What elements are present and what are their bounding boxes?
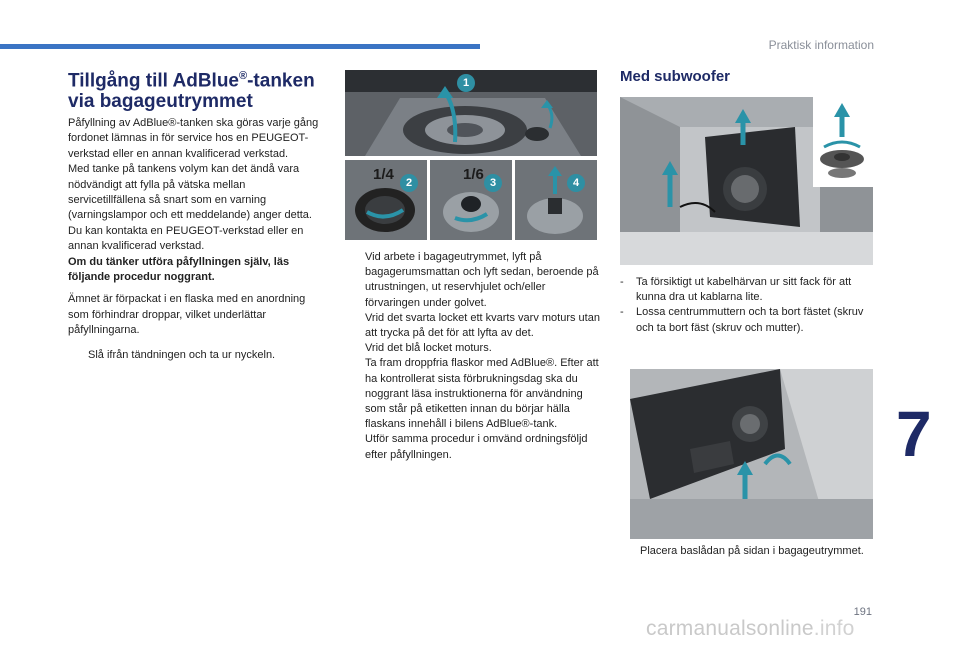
- subwoofer-heading: Med subwoofer: [620, 68, 731, 85]
- title-line1-end: -tanken: [247, 70, 315, 92]
- list-item: Ta fram droppfria flaskor med AdBlue®. E…: [365, 357, 599, 431]
- intro-paragraph: Påfyllning av AdBlue®-tanken ska göras v…: [68, 117, 319, 160]
- sixth-turn-label: 1/6: [463, 166, 484, 183]
- subwoofer-instructions: -Ta försiktigt ut kabelhärvan ur sitt fa…: [620, 275, 875, 336]
- badge-4: 4: [567, 174, 585, 192]
- chapter-number: 7: [896, 398, 932, 470]
- badge-2: 2: [400, 174, 418, 192]
- list-item: Slå ifrån tändningen och ta ur nyckeln.: [88, 348, 276, 361]
- subwoofer-illustration: [620, 97, 873, 265]
- bass-box-photo: [630, 369, 873, 539]
- page-number: 191: [853, 606, 872, 618]
- top-accent-bar: [0, 44, 480, 49]
- final-bullets: Placera baslådan på sidan i bagageutrymm…: [620, 544, 875, 559]
- list-item: -Lossa centrummuttern och ta bort fästet…: [620, 306, 864, 334]
- trunk-photo: 1: [345, 70, 597, 156]
- tank-cap-illustration: [345, 160, 597, 240]
- intro-paragraph: Du kan kontakta en PEUGEOT-verkstad elle…: [68, 224, 304, 253]
- list-item: -Ta försiktigt ut kabelhärvan ur sitt fa…: [620, 276, 852, 304]
- title-line2: via bagageutrymmet: [68, 91, 253, 113]
- watermark-main: carmanualsonline: [646, 617, 814, 640]
- subwoofer-photo: [620, 97, 873, 265]
- intro-paragraph: Ämnet är förpackat i en flaska med en an…: [68, 293, 306, 337]
- quarter-turn-label: 1/4: [373, 166, 394, 183]
- list-item: Utför samma procedur i omvänd ordningsfö…: [365, 433, 588, 461]
- title-line1: Tillgång till AdBlue: [68, 70, 239, 92]
- list-item: Vid arbete i bagageutrymmet, lyft på bag…: [365, 251, 599, 309]
- intro-bullets: Slå ifrån tändningen och ta ur nyckeln.: [68, 348, 326, 363]
- dash-marker: -: [620, 276, 624, 288]
- list-item: Vrid det svarta locket ett kvarts varv m…: [365, 311, 600, 340]
- step-list: Vid arbete i bagageutrymmet, lyft på bag…: [345, 250, 600, 463]
- intro-warning: Om du tänker utföra påfyllningen själv, …: [68, 255, 290, 284]
- section-header: Praktisk information: [768, 38, 874, 52]
- dash-marker: -: [620, 306, 624, 319]
- tank-cap-photos: 1/4 1/6 2 3 4: [345, 160, 597, 240]
- watermark-suffix: .info: [813, 617, 855, 640]
- procedure-steps: Vid arbete i bagageutrymmet, lyft på bag…: [345, 250, 600, 463]
- list-item: Placera baslådan på sidan i bagageutrymm…: [640, 545, 864, 557]
- subwoofer-final-step: Placera baslådan på sidan i bagageutrymm…: [620, 544, 875, 559]
- badge-1: 1: [457, 74, 475, 92]
- watermark: carmanualsonline.info: [646, 617, 855, 641]
- dash-list: -Ta försiktigt ut kabelhärvan ur sitt fa…: [620, 275, 875, 336]
- registered-mark: ®: [239, 70, 248, 82]
- badge-3: 3: [484, 174, 502, 192]
- page-title: Tillgång till AdBlue®-tanken via bagageu…: [68, 66, 338, 112]
- bass-box-illustration: [630, 369, 873, 539]
- list-item: Vrid det blå locket moturs.: [365, 342, 492, 355]
- intro-paragraph: Med tanke på tankens volym kan det ändå …: [68, 163, 312, 222]
- intro-column: Påfyllning av AdBlue®-tanken ska göras v…: [68, 116, 326, 363]
